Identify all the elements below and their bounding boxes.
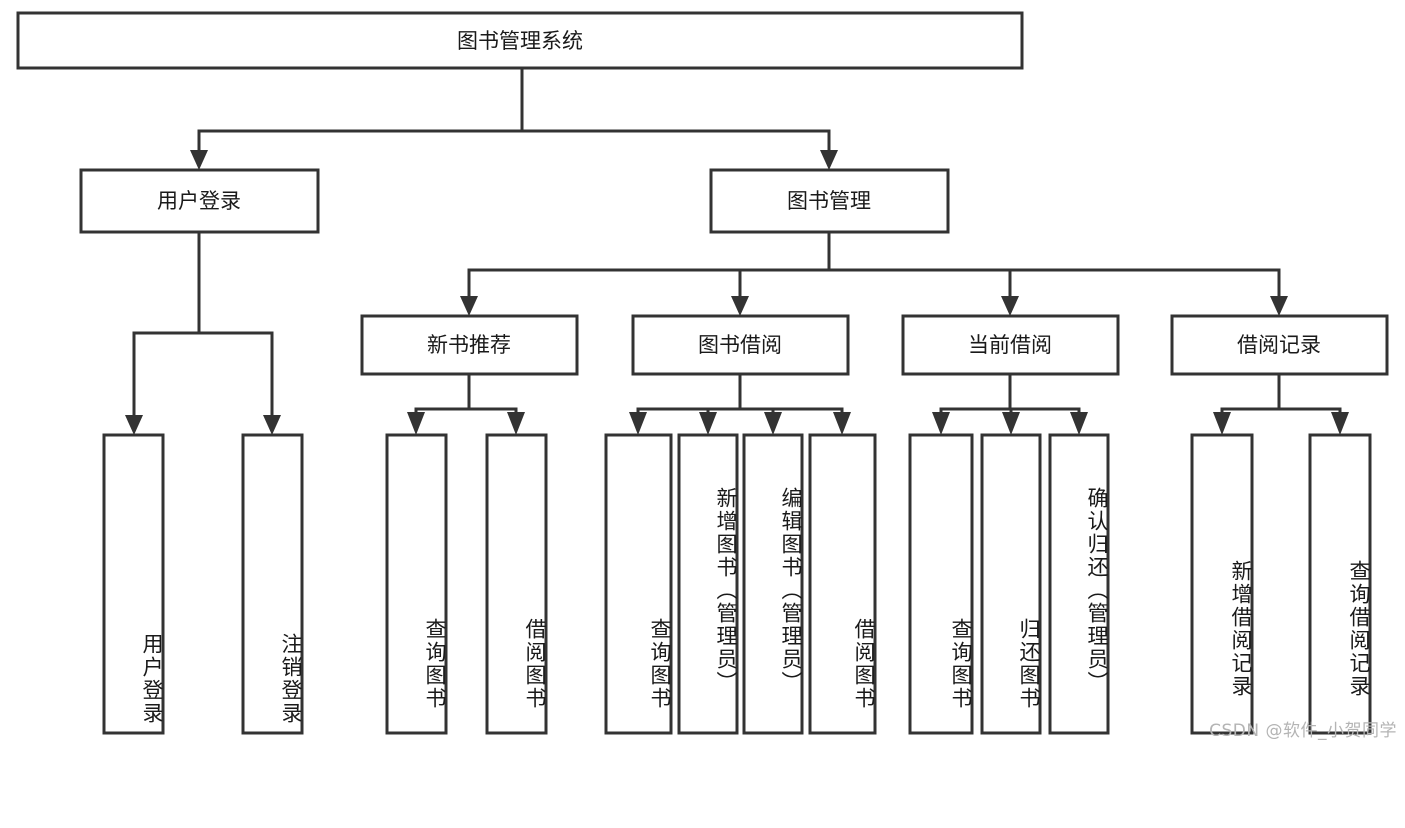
- node-leaf-query-record-box[interactable]: [1308, 433, 1372, 735]
- node-new-book-rec-box[interactable]: [360, 314, 579, 376]
- csdn-watermark: CSDN @软件_小贺同学: [1209, 721, 1397, 741]
- node-root[interactable]: 图书管理系统: [16, 11, 1024, 70]
- arrow-head-borrow-records: [1270, 296, 1288, 316]
- node-leaf-query-book-1-box[interactable]: [385, 433, 448, 735]
- node-root-box[interactable]: [16, 11, 1024, 70]
- node-leaf-confirm-return-box[interactable]: [1048, 433, 1110, 735]
- node-leaf-user-logout-box[interactable]: [241, 433, 304, 735]
- arrow-head-leaf-borrow-book-2: [833, 412, 851, 435]
- arrow-head-new-book-rec: [460, 296, 478, 316]
- arrow-head-leaf-query-book-2: [629, 412, 647, 435]
- node-user-login-label: 用户登录: [157, 189, 241, 213]
- arrow-head-leaf-user-login: [125, 415, 143, 435]
- node-book-manage[interactable]: 图书管理: [709, 168, 950, 234]
- arrow-head-leaf-edit-book: [764, 412, 782, 435]
- flowchart-canvas: 图书管理系统 用户登录 图书管理 新书推荐 图书借阅 当前借阅 借阅记录: [16, 11, 1397, 741]
- node-leaf-edit-book-box[interactable]: [742, 433, 804, 735]
- node-book-borrow-box[interactable]: [631, 314, 850, 376]
- node-current-borrow-box[interactable]: [901, 314, 1120, 376]
- leaf-node-boxes: [102, 433, 1372, 735]
- node-new-book-rec[interactable]: 新书推荐: [360, 314, 579, 376]
- node-new-book-rec-label: 新书推荐: [427, 333, 511, 357]
- arrow-head-book-manage: [820, 150, 838, 170]
- node-leaf-user-login-box[interactable]: [102, 433, 165, 735]
- node-borrow-records-label: 借阅记录: [1237, 333, 1321, 357]
- arrow-head-user-login: [190, 150, 208, 170]
- node-leaf-borrow-book-2-box[interactable]: [808, 433, 877, 735]
- arrow-head-leaf-user-logout: [263, 415, 281, 435]
- node-book-borrow[interactable]: 图书借阅: [631, 314, 850, 376]
- node-book-manage-box[interactable]: [709, 168, 950, 234]
- arrow-head-leaf-add-book: [699, 412, 717, 435]
- node-current-borrow[interactable]: 当前借阅: [901, 314, 1120, 376]
- node-user-login[interactable]: 用户登录: [79, 168, 320, 234]
- arrow-head-leaf-return-book: [1002, 412, 1020, 435]
- node-leaf-add-book-box[interactable]: [677, 433, 739, 735]
- flowchart-svg: 图书管理系统 用户登录 图书管理 新书推荐 图书借阅 当前借阅 借阅记录: [16, 11, 1389, 735]
- node-borrow-records-box[interactable]: [1170, 314, 1389, 376]
- node-leaf-add-record-box[interactable]: [1190, 433, 1254, 735]
- node-leaf-return-book-box[interactable]: [980, 433, 1042, 735]
- node-leaf-borrow-book-1-box[interactable]: [485, 433, 548, 735]
- node-root-label: 图书管理系统: [457, 29, 583, 53]
- node-book-borrow-label: 图书借阅: [698, 333, 782, 357]
- node-user-login-box[interactable]: [79, 168, 320, 234]
- arrow-head-leaf-add-record: [1213, 412, 1231, 435]
- arrow-head-leaf-confirm-return: [1070, 412, 1088, 435]
- arrow-head-leaf-query-book-1: [407, 412, 425, 435]
- node-current-borrow-label: 当前借阅: [968, 333, 1052, 357]
- node-leaf-query-book-2-box[interactable]: [604, 433, 673, 735]
- arrow-head-leaf-query-book-3: [932, 412, 950, 435]
- arrow-head-book-borrow: [731, 296, 749, 316]
- node-book-manage-label: 图书管理: [787, 189, 871, 213]
- arrow-head-leaf-borrow-book-1: [507, 412, 525, 435]
- connector-edges: [125, 66, 1349, 435]
- node-leaf-query-book-3-box[interactable]: [908, 433, 974, 735]
- node-borrow-records[interactable]: 借阅记录: [1170, 314, 1389, 376]
- arrow-head-leaf-query-record: [1331, 412, 1349, 435]
- arrow-head-current-borrow: [1001, 296, 1019, 316]
